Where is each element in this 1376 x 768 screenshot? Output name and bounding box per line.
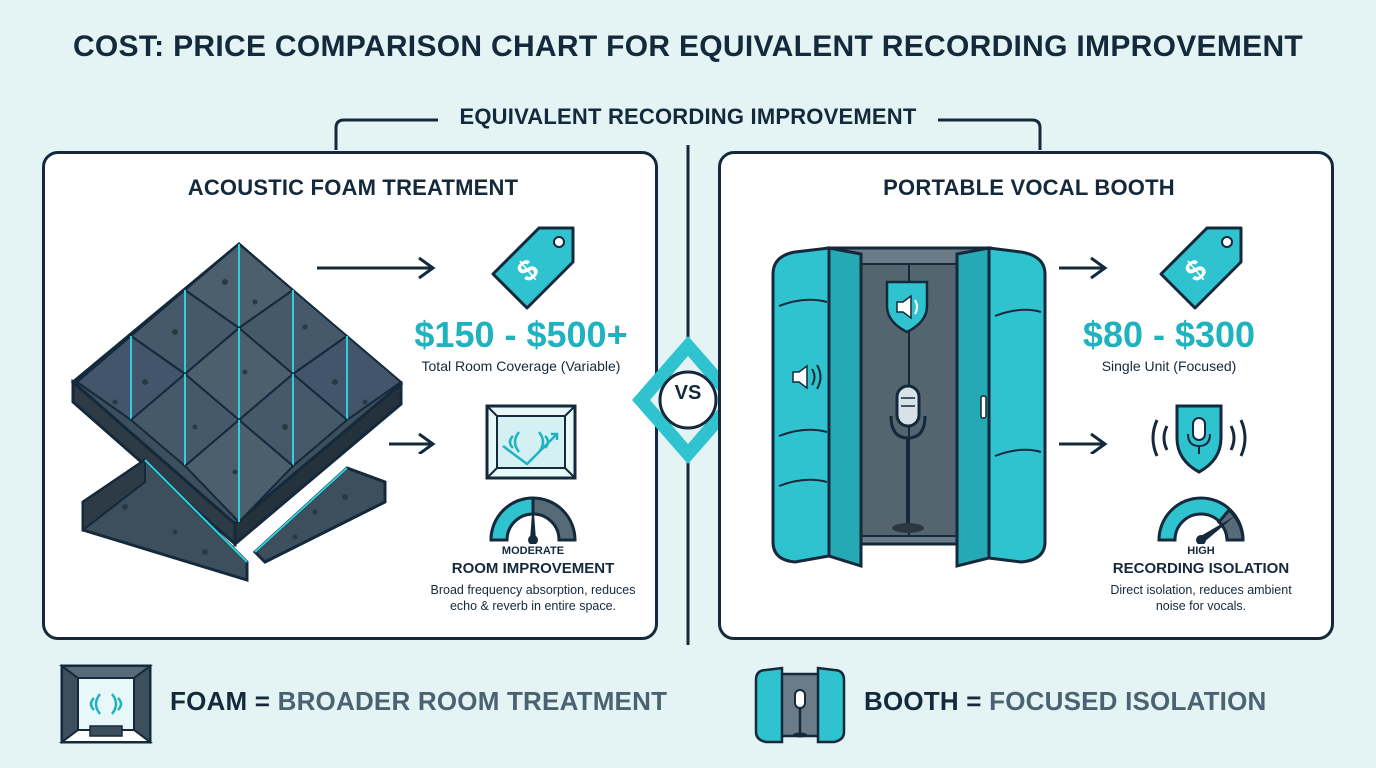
vs-badge	[632, 336, 744, 464]
booth-summary: BOOTH = FOCUSED ISOLATION	[864, 686, 1324, 717]
high-gauge	[1157, 496, 1245, 544]
foam-effect: ROOM IMPROVEMENT	[451, 560, 615, 577]
foam-summary-value: BROADER ROOM TREATMENT	[277, 686, 668, 716]
booth-price-note: Single Unit (Focused)	[1101, 358, 1237, 374]
price-tag-icon: $	[1159, 226, 1243, 310]
booth-summary-value: FOCUSED ISOLATION	[989, 686, 1267, 716]
foam-arrows	[317, 256, 436, 454]
booth-summary-key: BOOTH =	[864, 686, 982, 716]
foam-panel: ACOUSTIC FOAM TREATMENT	[42, 151, 658, 640]
booth-effect: RECORDING ISOLATION	[1112, 560, 1290, 577]
foam-level: MODERATE	[501, 545, 565, 557]
shield-microphone-icon	[1151, 404, 1247, 474]
equivalence-label: EQUIVALENT RECORDING IMPROVEMENT	[438, 104, 938, 130]
booth-level: HIGH	[1187, 545, 1215, 557]
booth-description-line1: Direct isolation, reduces ambient	[1110, 583, 1292, 597]
booth-panel: PORTABLE VOCAL BOOTH	[718, 151, 1334, 640]
booth-arrows	[1059, 256, 1108, 454]
vocal-booth-illustration	[771, 246, 1047, 569]
foam-description: Broad frequency absorption, reduces echo…	[391, 582, 675, 614]
foam-summary-key: FOAM =	[170, 686, 271, 716]
vs-label: VS	[674, 382, 702, 404]
foam-description-line1: Broad frequency absorption, reduces	[430, 583, 636, 597]
room-sound-icon	[485, 404, 577, 480]
moderate-gauge	[489, 496, 577, 544]
foam-heading: ACOUSTIC FOAM TREATMENT	[187, 175, 519, 200]
booth-heading: PORTABLE VOCAL BOOTH	[883, 175, 1175, 200]
booth-price: $80 - $300	[1082, 314, 1256, 355]
treated-room-icon	[59, 664, 153, 744]
foam-price-note: Total Room Coverage (Variable)	[421, 358, 621, 374]
foam-summary: FOAM = BROADER ROOM TREATMENT	[170, 686, 670, 717]
foam-price: $150 - $500+	[414, 314, 628, 355]
foam-panels-illustration	[70, 242, 404, 583]
booth-description-line2: noise for vocals.	[1155, 599, 1247, 613]
foam-description-line2: echo & reverb in entire space.	[449, 599, 617, 613]
page-title: COST: PRICE COMPARISON CHART FOR EQUIVAL…	[72, 30, 1304, 63]
price-tag-icon: $	[491, 226, 575, 310]
booth-description: Direct isolation, reduces ambient noise …	[1059, 582, 1343, 614]
booth-icon	[754, 666, 846, 744]
